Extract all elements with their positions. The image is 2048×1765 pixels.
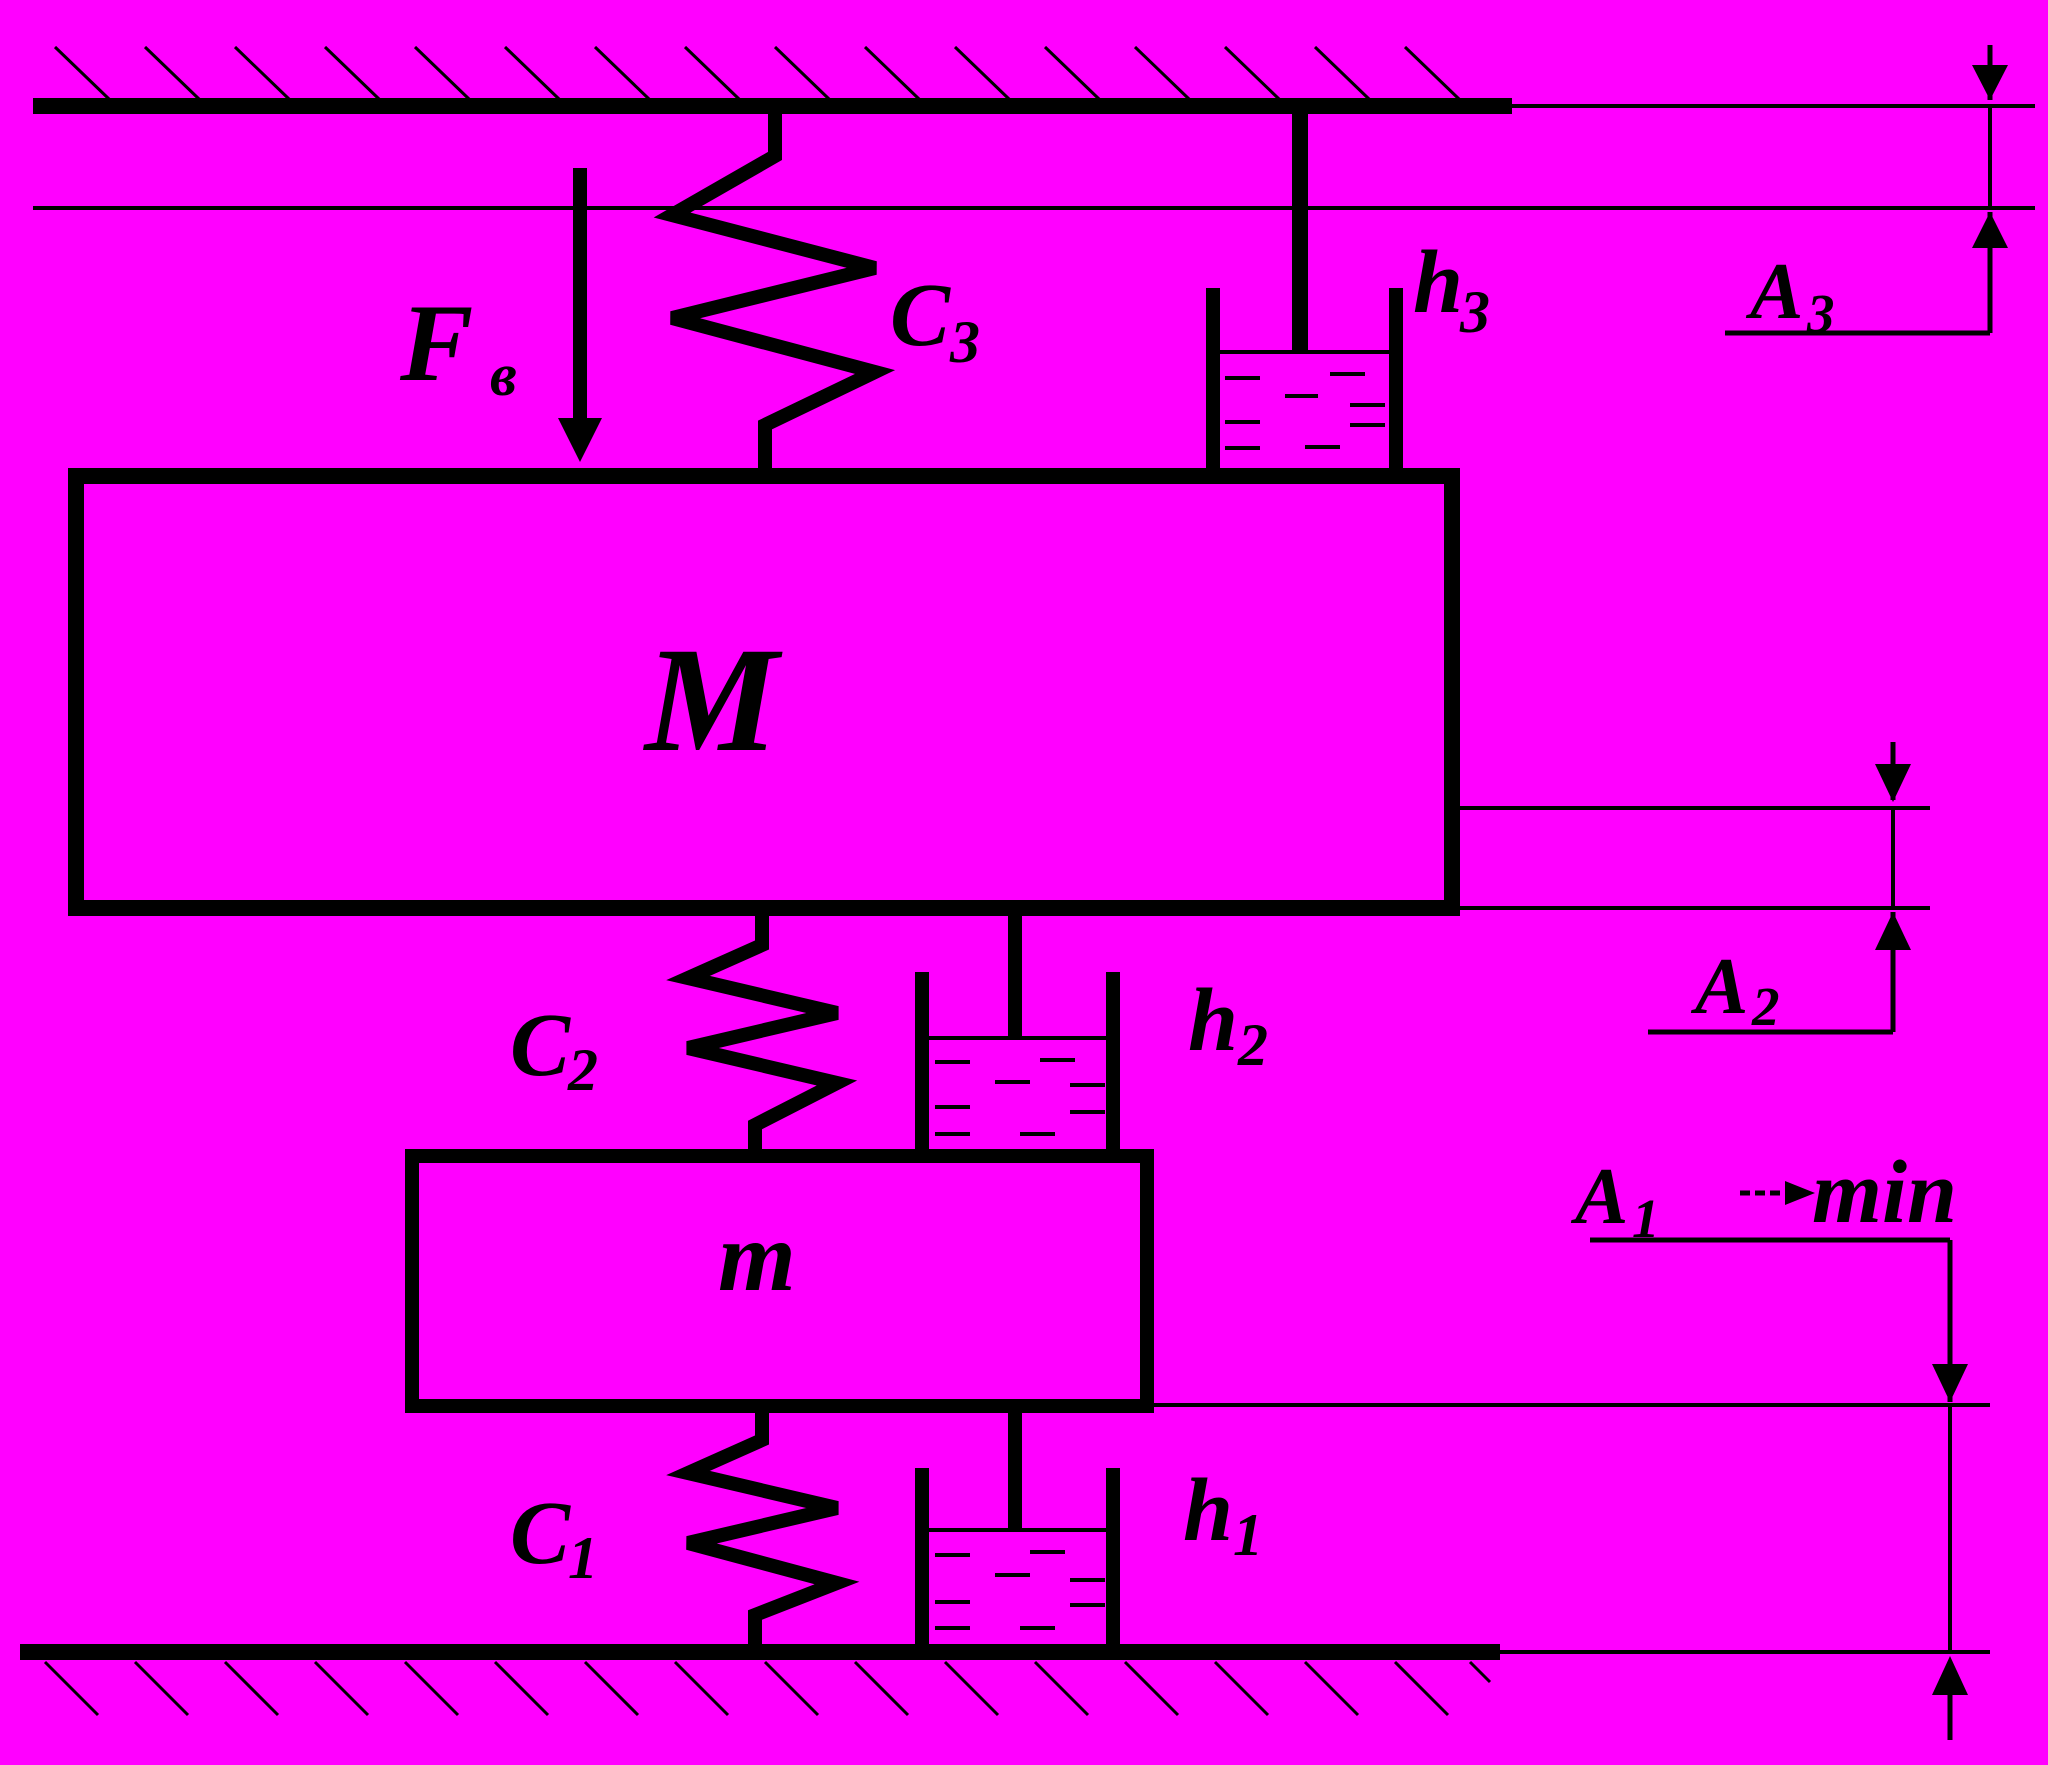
label-spring-c2: C bbox=[510, 996, 571, 1095]
damper-h2 bbox=[915, 915, 1120, 1150]
label-damper-h3: h bbox=[1413, 233, 1463, 332]
label-amp-a2-sub: 2 bbox=[1751, 976, 1780, 1037]
small-mass-block bbox=[405, 1149, 1154, 1413]
label-damper-h2-sub: 2 bbox=[1237, 1012, 1268, 1078]
damper-h1 bbox=[915, 1413, 1120, 1645]
label-force-sub: в bbox=[490, 342, 517, 408]
dimension-a3 bbox=[1725, 45, 2008, 336]
force-arrow bbox=[558, 168, 602, 462]
label-spring-c1-sub: 1 bbox=[568, 1525, 598, 1591]
bottom-ground bbox=[20, 1644, 1500, 1717]
arrow-to-min bbox=[1740, 1181, 1815, 1205]
label-amp-a3-sub: 3 bbox=[1806, 283, 1835, 344]
label-damper-h2: h bbox=[1188, 971, 1238, 1070]
dimension-a1 bbox=[1147, 1237, 1990, 1740]
spring-c3 bbox=[653, 112, 896, 470]
label-spring-c2-sub: 2 bbox=[567, 1037, 598, 1103]
spring-c2 bbox=[666, 915, 858, 1150]
label-amp-a1-sub: 1 bbox=[1632, 1188, 1660, 1249]
spring-c1 bbox=[666, 1413, 860, 1645]
label-amp-a3: A bbox=[1745, 248, 1803, 336]
top-ground bbox=[33, 45, 1512, 114]
label-damper-h1-sub: 1 bbox=[1233, 1502, 1263, 1568]
label-spring-c3: C bbox=[890, 266, 951, 365]
label-spring-c3-sub: 3 bbox=[949, 309, 980, 375]
label-small-mass: m bbox=[718, 1201, 796, 1312]
dimension-a2 bbox=[1460, 742, 1930, 1035]
label-amp-a2: A bbox=[1690, 943, 1748, 1031]
label-force: F bbox=[399, 282, 473, 404]
big-mass-block bbox=[68, 468, 1460, 916]
label-damper-h1: h bbox=[1183, 1461, 1233, 1560]
label-damper-h3-sub: 3 bbox=[1459, 279, 1490, 345]
label-spring-c1: C bbox=[510, 1484, 571, 1583]
label-objective-min: min bbox=[1812, 1143, 1957, 1242]
label-big-mass: M bbox=[643, 617, 783, 783]
label-amp-a1: A bbox=[1570, 1153, 1628, 1241]
damper-h3 bbox=[1206, 112, 1403, 470]
